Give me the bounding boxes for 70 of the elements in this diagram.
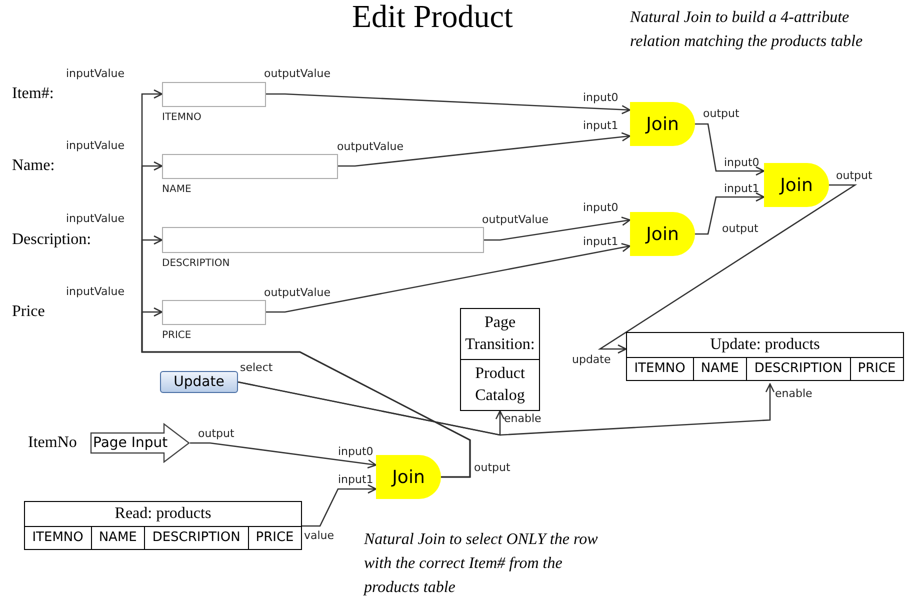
connector-arrow: [266, 242, 631, 313]
port-label: input1: [583, 236, 618, 248]
column-cell: PRICE: [850, 358, 903, 380]
data-table: [626, 332, 904, 381]
join-block: Join: [630, 212, 695, 256]
transition-text: Product Catalog: [461, 359, 539, 410]
field-name: PRICE: [162, 330, 192, 342]
title: Edit Product: [352, 0, 513, 36]
port-label: enable: [504, 413, 542, 425]
join-block: Join: [630, 102, 695, 146]
column-cell: NAME: [692, 358, 746, 380]
column-cell: DESCRIPTION: [746, 358, 850, 380]
field-label: Description:: [12, 230, 92, 250]
port-label: value: [304, 530, 334, 542]
table-title: Update: products: [627, 333, 903, 358]
transition-text: Page Transition:: [464, 313, 536, 355]
port-label: input1: [338, 474, 374, 486]
port-label: outputValue: [264, 68, 330, 80]
connector-arrow: [338, 132, 631, 167]
connector-arrow: [302, 484, 377, 527]
join-block: Join: [376, 455, 441, 499]
connector-arrow: [190, 442, 377, 469]
connector-arrow: [266, 93, 631, 114]
connector-arrow: [238, 381, 505, 436]
port-label: outputValue: [337, 141, 404, 153]
table-title: Read: products: [25, 502, 301, 527]
port-label: output: [198, 428, 234, 440]
note-text: Natural Join to build a 4-attribute relation matching the products table: [630, 8, 864, 52]
note-text: Natural Join to select ONLY the row with the correct Item# from the products table: [364, 530, 599, 598]
port-label: update: [572, 354, 611, 366]
port-label: inputValue: [66, 140, 125, 152]
port-label: input0: [724, 157, 760, 169]
field-label: Name:: [12, 156, 55, 176]
port-label: output: [722, 223, 758, 235]
column-cell: DESCRIPTION: [144, 527, 248, 549]
port-label: input1: [583, 120, 618, 132]
port-label: input1: [724, 183, 760, 195]
join-block: Join: [764, 163, 829, 207]
port-label: inputValue: [66, 213, 125, 225]
connector-arrow: [695, 123, 765, 176]
connector-arrow: [484, 216, 631, 241]
port-label: select: [240, 362, 273, 374]
field-label: Item#:: [12, 84, 54, 104]
column-cell-text: ITEMNO: [633, 360, 686, 378]
column-cell: PRICE: [248, 527, 301, 549]
connector-arrow: [695, 192, 765, 235]
column-cell: NAME: [90, 527, 144, 549]
port-label: inputValue: [66, 286, 125, 298]
data-table: [24, 501, 302, 550]
port-label: enable: [775, 388, 812, 400]
page-input-label: Page Input: [93, 434, 168, 453]
connector-arrow: [598, 184, 858, 354]
port-label: output: [474, 462, 510, 474]
port-label: output: [836, 170, 872, 182]
field-name: ITEMNO: [162, 112, 202, 124]
page-transition-box: [460, 308, 540, 411]
port-label: outputValue: [264, 287, 330, 299]
field-label: ItemNo: [28, 433, 77, 453]
column-cell-text: ITEMNO: [31, 529, 84, 547]
port-label: input0: [583, 92, 618, 104]
field-label: Price: [12, 302, 45, 322]
port-label: input0: [583, 202, 618, 214]
port-label: input0: [338, 446, 374, 458]
field-name: NAME: [162, 184, 192, 196]
field-name: DESCRIPTION: [162, 258, 231, 270]
update-button: Update: [160, 371, 238, 393]
port-label: output: [703, 108, 740, 120]
port-label: inputValue: [66, 68, 125, 80]
connector-arrow: [141, 307, 471, 478]
port-label: outputValue: [482, 214, 548, 226]
